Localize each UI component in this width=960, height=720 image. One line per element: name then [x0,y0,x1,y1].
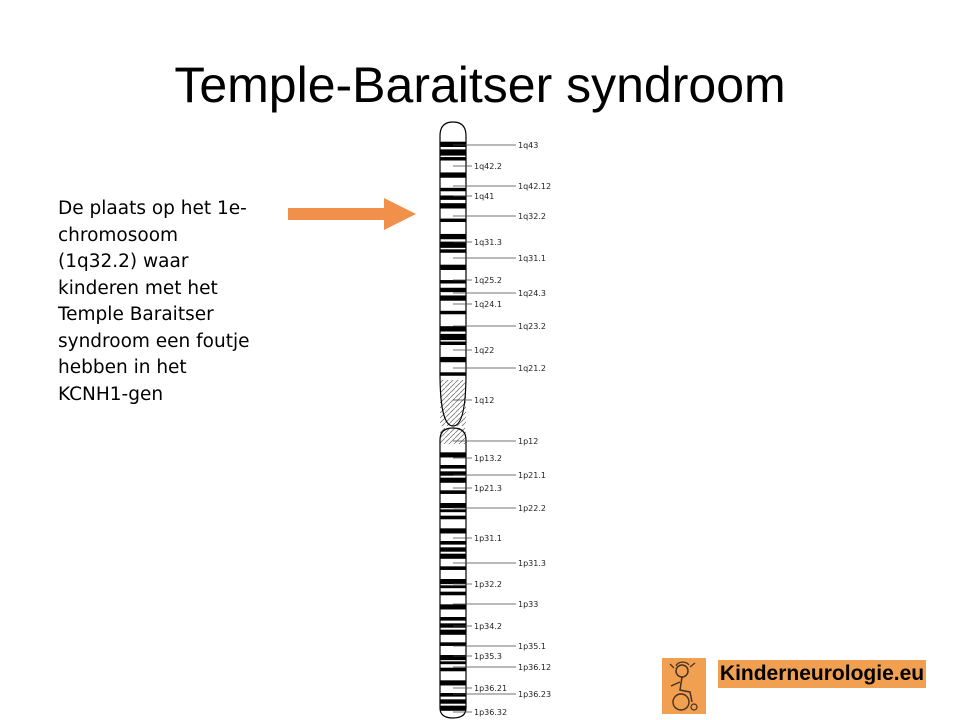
band-label-left: 1q42.2 [474,162,502,171]
band-label-right: 1p31.3 [518,559,546,568]
chromosome-band [440,541,466,545]
band-label-left: 1p32.2 [474,580,502,589]
chromosome-band [440,187,466,192]
p-arm-outline [439,427,467,719]
chromosome-band [440,591,466,596]
band-label-left: 1p34.2 [474,622,502,631]
description-line: hebben in het [58,357,187,378]
chromosome-band [440,693,466,697]
chromosome-band [440,515,466,520]
band-label-left: 1p31.1 [474,534,502,543]
band-label-left: 1q25.2 [474,276,502,285]
chromosome-band [440,623,466,628]
chromosome-band [440,341,466,346]
chromosome-band [440,287,466,293]
chromosome-band [440,680,466,686]
chromosome-band [440,356,466,363]
band-label-left: 1p13.2 [474,454,502,463]
band-label-right: 1q24.3 [518,289,546,298]
band-label-right: 1p12 [518,437,538,446]
chromosome-band [440,547,466,552]
chromosome-band [440,157,466,161]
arrow-right-icon [288,198,416,230]
chromosome-band [440,326,466,332]
description-line: chromosoom [58,224,179,246]
child-wheelchair-logo-icon [662,658,706,714]
chromosome-band [440,705,466,711]
band-label-left: 1q12 [474,396,494,405]
chromosome-band [440,477,466,483]
chromosome-1-ideogram: 1q42.2 1q41 1q31.3 1q25.2 1q24.1 1q22 1q12 1p13… [439,121,551,719]
chromosome-band [440,241,466,248]
band-label-right: 1p36.12 [518,663,551,672]
band-label-right: 1q43 [518,141,538,150]
chromosome-band [440,699,466,704]
band-label-left: 1q22 [474,346,494,355]
chromosome-band [440,233,466,240]
chromosome-band [440,172,466,178]
chromosome-band [440,553,466,559]
chromosome-band [440,471,466,476]
band-label-left: 1q24.1 [474,300,502,309]
chromosome-band [440,372,466,376]
band-label-left: 1p36.21 [474,684,507,693]
q-arm-outline [439,121,467,427]
description-line: KCNH1-gen [58,383,164,405]
chromosome-band [440,490,466,494]
chromosome-band [440,667,466,672]
chromosome-band [440,585,466,589]
chromosome-band [440,604,466,610]
chromosome-band [440,218,466,223]
band-label-left: 1q31.3 [474,238,502,247]
chromosome-band [440,503,466,509]
chromosome-band [440,333,466,341]
band-label-right: 1p36.23 [518,690,551,699]
chromosome-band [440,655,466,661]
description-line: Temple Baraitser [58,304,214,325]
band-label-right: 1q32.2 [518,212,546,221]
centromere-band [440,428,466,444]
description-line: De plaats op het 1e- [58,198,247,219]
band-label-right: 1p33 [518,600,538,609]
chromosome-band [440,264,466,270]
band-label-right: 1p22.2 [518,504,546,513]
description-line: (1q32.2) waar [58,251,189,272]
chromosome-band [440,249,466,253]
chromosome-band [440,195,466,200]
chromosome-band [440,642,466,646]
band-label-right: 1p21.1 [518,471,546,480]
band-label-right: 1q42.12 [518,182,551,191]
chromosome-band [440,295,466,301]
chromosome-band [440,579,466,585]
chromosome-band [440,566,466,570]
description-text: De plaats op het 1e- chromosoom (1q32.2)… [58,196,278,408]
chromosome-band [440,528,466,534]
heterochromatin-band [440,380,466,426]
chromosome-band [440,629,466,635]
band-label-right: 1q31.1 [518,254,546,263]
slide-title: Temple-Baraitser syndroom [174,57,786,113]
band-label-left: 1q41 [474,192,494,201]
brand-label: Kinderneurologie.eu [718,660,926,688]
chromosome-band [440,617,466,621]
chromosome-band [440,280,466,284]
band-label-left: 1p36.32 [474,708,507,717]
description-line: kinderen met het [58,277,218,299]
chromosome-band [440,465,466,469]
chromosome-band [440,661,466,665]
chromosome-band [440,203,466,209]
band-label-left: 1p21.3 [474,484,502,493]
description-line: syndroom een foutje [58,330,250,352]
band-label-right: 1q23.2 [518,322,546,331]
chromosome-band [440,141,466,147]
band-label-right: 1p35.1 [518,642,546,651]
chromosome-band [440,509,466,513]
band-label-right: 1q21.2 [518,364,546,373]
band-label-left: 1p35.3 [474,652,502,661]
chromosome-band [440,149,466,156]
chromosome-band [440,452,466,458]
chromosome-band [440,310,466,315]
